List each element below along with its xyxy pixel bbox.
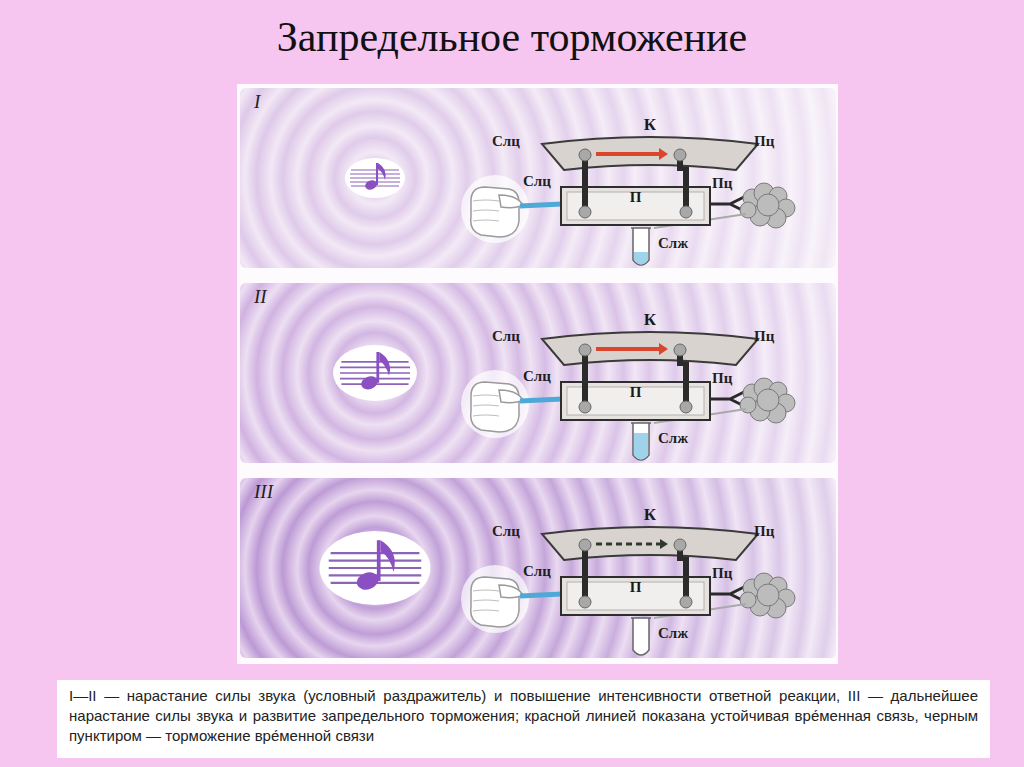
part-label: Пц — [754, 328, 774, 344]
stage-number: I — [254, 91, 260, 112]
cortex-shape — [540, 329, 760, 367]
stage-art — [240, 283, 836, 463]
part-label: Пц — [754, 133, 774, 149]
part-label: Слц — [523, 563, 551, 579]
stimulus-tube — [520, 399, 562, 401]
hand — [461, 175, 529, 243]
cortex-arc: К — [540, 311, 760, 367]
part-label: Слц — [523, 173, 551, 189]
node-label: П — [630, 384, 642, 400]
salivary-gland — [740, 183, 795, 228]
inhibited-link — [596, 543, 662, 546]
caption-text: I—II — нарастание силы звука (условный р… — [69, 686, 978, 746]
stage-number: III — [254, 481, 273, 502]
temporal-link-head — [659, 148, 668, 160]
part-label: Пц — [712, 175, 732, 191]
part-label: Слц — [492, 328, 520, 344]
temporal-link-head — [659, 343, 668, 355]
neuron-center — [674, 539, 686, 551]
subcortex-box: П — [560, 381, 711, 421]
node-label: П — [630, 579, 642, 595]
cortex-arc: К — [540, 116, 760, 172]
neuron-center — [680, 596, 692, 608]
hand — [461, 370, 529, 438]
part-label: Слж — [658, 235, 688, 251]
test-tube — [631, 228, 651, 265]
sound-note — [320, 531, 431, 605]
cortex-outline — [542, 332, 758, 365]
neuron-center — [579, 539, 591, 551]
neuron-center — [680, 206, 692, 218]
cortex-shape — [540, 134, 760, 172]
figure-frame — [237, 84, 838, 664]
stage-art — [240, 478, 836, 658]
node-label: П — [630, 189, 642, 205]
stage-number: II — [254, 286, 267, 307]
node-label: К — [644, 310, 656, 329]
sound-note — [333, 345, 417, 401]
part-label: Слц — [492, 523, 520, 539]
neuron-center — [579, 401, 591, 413]
cortex-outline — [542, 527, 758, 560]
part-label: Слж — [658, 430, 688, 446]
test-tube — [631, 618, 651, 655]
part-label: Слц — [492, 133, 520, 149]
saliva-fluid — [634, 433, 648, 460]
page-title: Запредельное торможение — [277, 14, 747, 60]
cortex-outline — [542, 137, 758, 170]
test-tube — [631, 423, 651, 460]
subcortex-box: П — [560, 186, 711, 226]
neuron-center — [674, 344, 686, 356]
stage-art — [240, 88, 836, 268]
part-label: Слж — [658, 625, 688, 641]
part-label: Слц — [523, 368, 551, 384]
sound-note — [345, 158, 405, 198]
neuron-center — [579, 206, 591, 218]
node-label: К — [644, 505, 656, 524]
neuron-center — [579, 149, 591, 161]
salivary-gland — [740, 378, 795, 423]
neuron-center — [674, 149, 686, 161]
temporal-link — [596, 152, 662, 156]
stimulus-tube — [520, 594, 562, 596]
cortex-arc: К — [540, 506, 760, 562]
neuron-center — [579, 344, 591, 356]
inhibited-link-head — [660, 539, 668, 549]
hand — [461, 565, 529, 633]
part-label: Пц — [712, 370, 732, 386]
part-label: Пц — [754, 523, 774, 539]
node-label: К — [644, 115, 656, 134]
stimulus-tube — [520, 204, 562, 206]
neuron-center — [680, 401, 692, 413]
salivary-gland — [740, 573, 795, 618]
part-label: Пц — [712, 565, 732, 581]
caption-box: I—II — нарастание силы звука (условный р… — [57, 680, 990, 758]
subcortex-box: П — [560, 576, 711, 616]
cortex-shape — [540, 524, 760, 562]
neuron-center — [579, 596, 591, 608]
saliva-fluid — [634, 252, 648, 265]
temporal-link — [596, 347, 662, 351]
